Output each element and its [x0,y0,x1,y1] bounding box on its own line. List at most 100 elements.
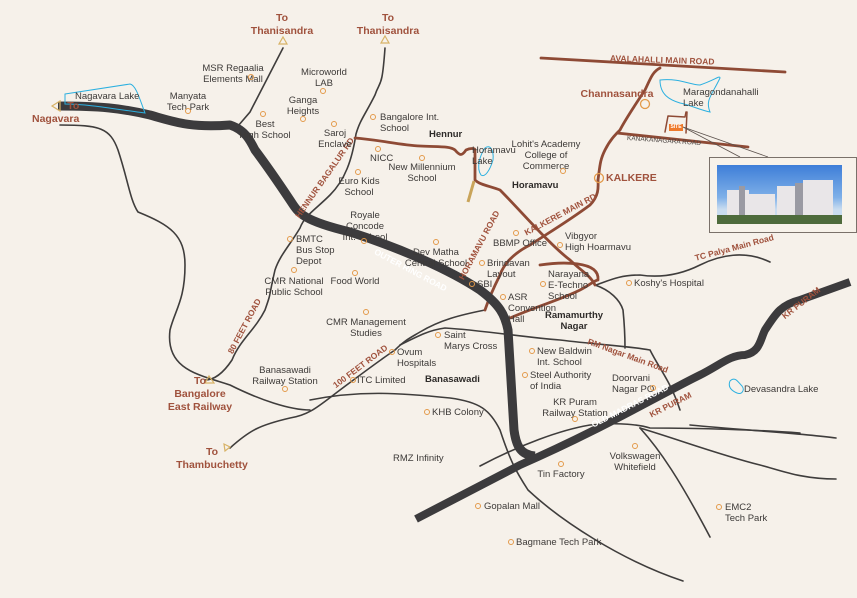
kalkere-marker [593,172,605,184]
poi-marker-microworld[interactable] [320,88,326,94]
poi-marker-bangalore-int[interactable] [370,114,376,120]
callout-line-1 [682,126,741,158]
poi-bangalore-int-label: Bangalore Int.School [380,112,440,134]
road-horamavu [483,178,600,312]
arrow-bangalore-east-icon [203,374,216,384]
road-tc-palya [595,254,771,286]
poi-sbi-label: SBI [477,279,493,290]
road-old-madras [414,278,852,523]
poi-marker-brindavan[interactable] [479,260,485,266]
locality-horamavu: Horamavu [512,180,559,191]
poi-marker-euro-kids[interactable] [355,169,361,175]
poi-marker-nicc[interactable] [375,146,381,152]
road-avalahalli [539,56,787,74]
poi-marker-asr[interactable] [500,294,506,300]
poi-bbmp-label: BBMP Office [493,238,548,249]
poi-nicc-label: NICC [370,153,394,164]
poi-marker-banasawadi-rly[interactable] [282,386,288,392]
poi-marker-saroj[interactable] [331,121,337,127]
locality-banasawadi: Banasawadi [425,374,480,385]
poi-marker-tin-factory[interactable] [558,461,564,467]
poi-marker-sbi[interactable] [469,281,475,287]
road-lake-lane [685,111,688,134]
poi-marker-koshys[interactable] [626,280,632,286]
poi-marker-bbmp[interactable] [513,230,519,236]
road-kalkere-main [508,261,600,320]
channasandra-marker [639,98,651,110]
arrow-thanisandra-2-icon [379,34,391,44]
poi-marker-new-baldwin[interactable] [529,348,535,354]
poi-itc-label: ITC Limited [357,375,406,386]
site-marker[interactable]: SITE [669,124,683,131]
poi-rmz-label: RMZ Infinity [393,453,444,464]
road-rm-nagar-vertical [594,284,626,349]
poi-marker-ovum[interactable] [389,349,395,355]
poi-marker-best[interactable] [260,111,266,117]
road-to-thanisandra-2 [204,47,386,381]
poi-marker-doorvani[interactable] [650,385,656,391]
poi-food-world-label: Food World [330,276,380,287]
poi-marker-emc2[interactable] [716,504,722,510]
poi-marker-new-millennium[interactable] [419,155,425,161]
poi-marker-narayana[interactable] [540,281,546,287]
poi-marker-bmtc[interactable] [287,236,293,242]
poi-koshys-label: Koshy's Hospital [634,278,704,289]
road-whitefield-2 [639,427,711,538]
poi-marker-ganga[interactable] [300,116,306,122]
poi-khb-label: KHB Colony [432,407,484,418]
road-outer-ring [57,101,536,461]
poi-marker-dev-matha[interactable] [433,239,439,245]
poi-marker-steel[interactable] [522,372,528,378]
poi-marker-msr[interactable] [248,74,254,80]
poi-marker-khb[interactable] [424,409,430,415]
locality-kalkere: KALKERE [606,172,657,184]
road-site-lane [664,111,687,133]
arrow-nagavara-icon [50,99,61,113]
poi-marker-cmr-mgmt[interactable] [363,309,369,315]
road-to-thanisandra-1 [237,47,284,127]
poi-marker-royale[interactable] [361,238,367,244]
poi-marker-vibgyor[interactable] [557,242,563,248]
poi-marker-manyata[interactable] [185,108,191,114]
poi-marker-saint-marys[interactable] [435,332,441,338]
poi-marker-kr-puram-rly[interactable] [572,416,578,422]
arrow-thambuchetty-icon [223,442,232,453]
poi-marker-food-world[interactable] [352,270,358,276]
road-hennur-main [353,136,597,287]
poi-marker-itc[interactable] [350,377,356,383]
poi-marker-cmr-national[interactable] [291,267,297,273]
road-kanakanagara [615,131,750,149]
poi-marker-gopalan[interactable] [475,503,481,509]
poi-marker-lohit[interactable] [560,168,566,174]
project-photo-inset[interactable] [709,157,857,233]
lake-maragondanahalli [659,76,721,113]
poi-marker-bagmane[interactable] [508,539,514,545]
poi-marker-volkswagen[interactable] [632,443,638,449]
